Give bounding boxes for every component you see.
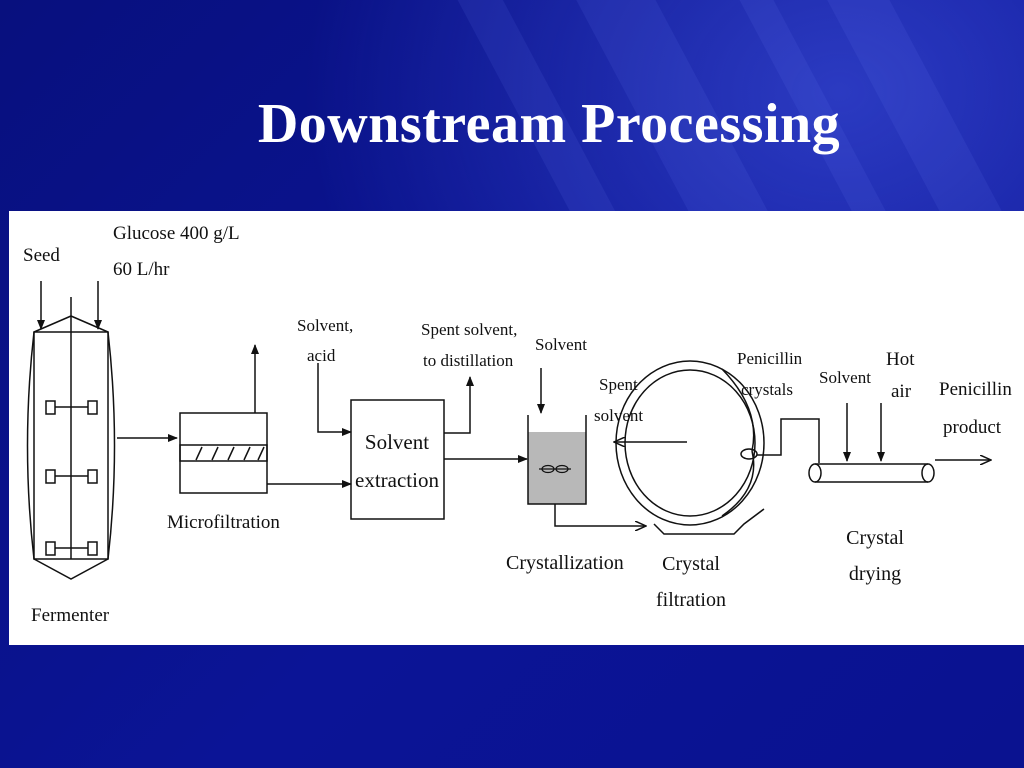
label-solvent-extraction-1: Solvent bbox=[365, 430, 429, 454]
crystallizer-to-filter-arrow bbox=[554, 504, 646, 526]
label-crystallizer-solvent: Solvent bbox=[535, 335, 587, 354]
label-seed: Seed bbox=[23, 245, 60, 266]
label-penicillin-product-2: product bbox=[943, 417, 1002, 438]
label-solvent-acid-1: Solvent, bbox=[297, 316, 353, 335]
label-crystal-drying-1: Crystal bbox=[846, 527, 904, 549]
label-dryer-solvent: Solvent bbox=[819, 368, 871, 387]
label-spent-solvent-1: Spent bbox=[599, 375, 638, 394]
crystallizer bbox=[527, 415, 587, 505]
label-crystallization: Crystallization bbox=[506, 552, 624, 574]
process-flow-diagram: Seed Glucose 400 g/L 60 L/hr Fermenter M… bbox=[9, 211, 1024, 645]
label-flow-rate: 60 L/hr bbox=[113, 259, 170, 280]
label-penicillin-crystals-1: Penicillin bbox=[737, 349, 803, 368]
label-crystal-drying-2: drying bbox=[849, 563, 901, 585]
label-spent-solvent-distillation-1: Spent solvent, bbox=[421, 320, 517, 339]
label-solvent-acid-2: acid bbox=[307, 346, 336, 365]
crystal-dryer bbox=[808, 463, 935, 483]
fermenter bbox=[26, 297, 116, 580]
microfilter bbox=[179, 412, 268, 494]
solvent-extraction-box bbox=[350, 399, 445, 520]
label-glucose: Glucose 400 g/L bbox=[113, 223, 240, 244]
label-hot-air-1: Hot bbox=[886, 349, 915, 370]
label-crystal-filtration-1: Crystal bbox=[662, 553, 720, 575]
label-penicillin-product-1: Penicillin bbox=[939, 379, 1012, 400]
spent-solvent-distillation-arrow bbox=[444, 376, 474, 434]
slide-title: Downstream Processing bbox=[257, 93, 841, 155]
label-fermenter: Fermenter bbox=[31, 605, 110, 626]
label-hot-air-2: air bbox=[891, 381, 912, 402]
label-spent-solvent-2: solvent bbox=[594, 406, 643, 425]
rotary-filter bbox=[614, 360, 820, 535]
label-microfiltration: Microfiltration bbox=[167, 512, 280, 533]
label-solvent-extraction-2: extraction bbox=[355, 468, 439, 492]
label-crystal-filtration-2: filtration bbox=[656, 589, 726, 611]
solvent-acid-feed-arrow bbox=[317, 363, 352, 436]
label-spent-solvent-distillation-2: to distillation bbox=[423, 351, 514, 370]
label-penicillin-crystals-2: crystals bbox=[741, 380, 793, 399]
